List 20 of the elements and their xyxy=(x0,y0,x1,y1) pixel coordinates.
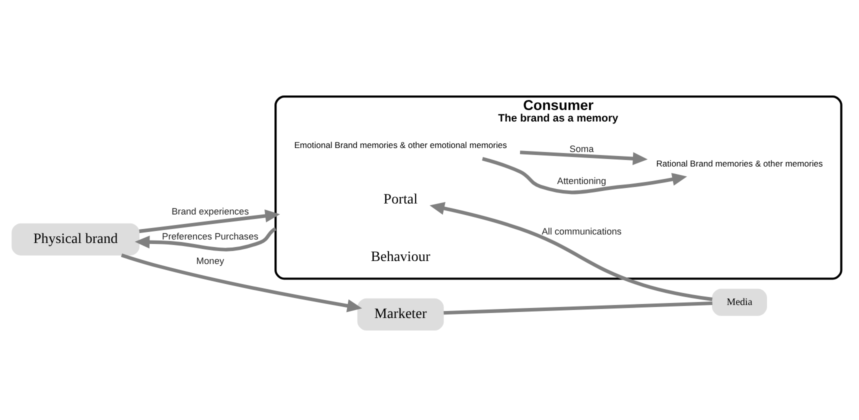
arrow xyxy=(121,253,362,312)
node-box: Physical brand xyxy=(12,222,140,255)
arrow xyxy=(134,226,276,251)
edge-label: Soma xyxy=(570,143,594,154)
node-box: Media xyxy=(712,288,767,316)
edge-label: Money xyxy=(196,256,224,266)
connector xyxy=(444,300,712,314)
node-text: Portal xyxy=(384,191,418,208)
arrow xyxy=(520,150,648,165)
edge-label: Preferences Purchases xyxy=(162,231,258,242)
node-box: Marketer xyxy=(357,298,444,330)
node-text: Rational Brand memories & other memories xyxy=(656,158,823,168)
arrow xyxy=(430,202,712,301)
node-text: Behaviour xyxy=(370,248,430,264)
arrow xyxy=(482,156,688,194)
edge-label: All communications xyxy=(542,226,622,236)
arrow xyxy=(139,209,280,233)
edge-label: Brand experiences xyxy=(172,206,249,216)
node-text: Emotional Brand memories & other emotional memories xyxy=(294,140,507,150)
edge-label: Attentioning xyxy=(557,176,606,186)
